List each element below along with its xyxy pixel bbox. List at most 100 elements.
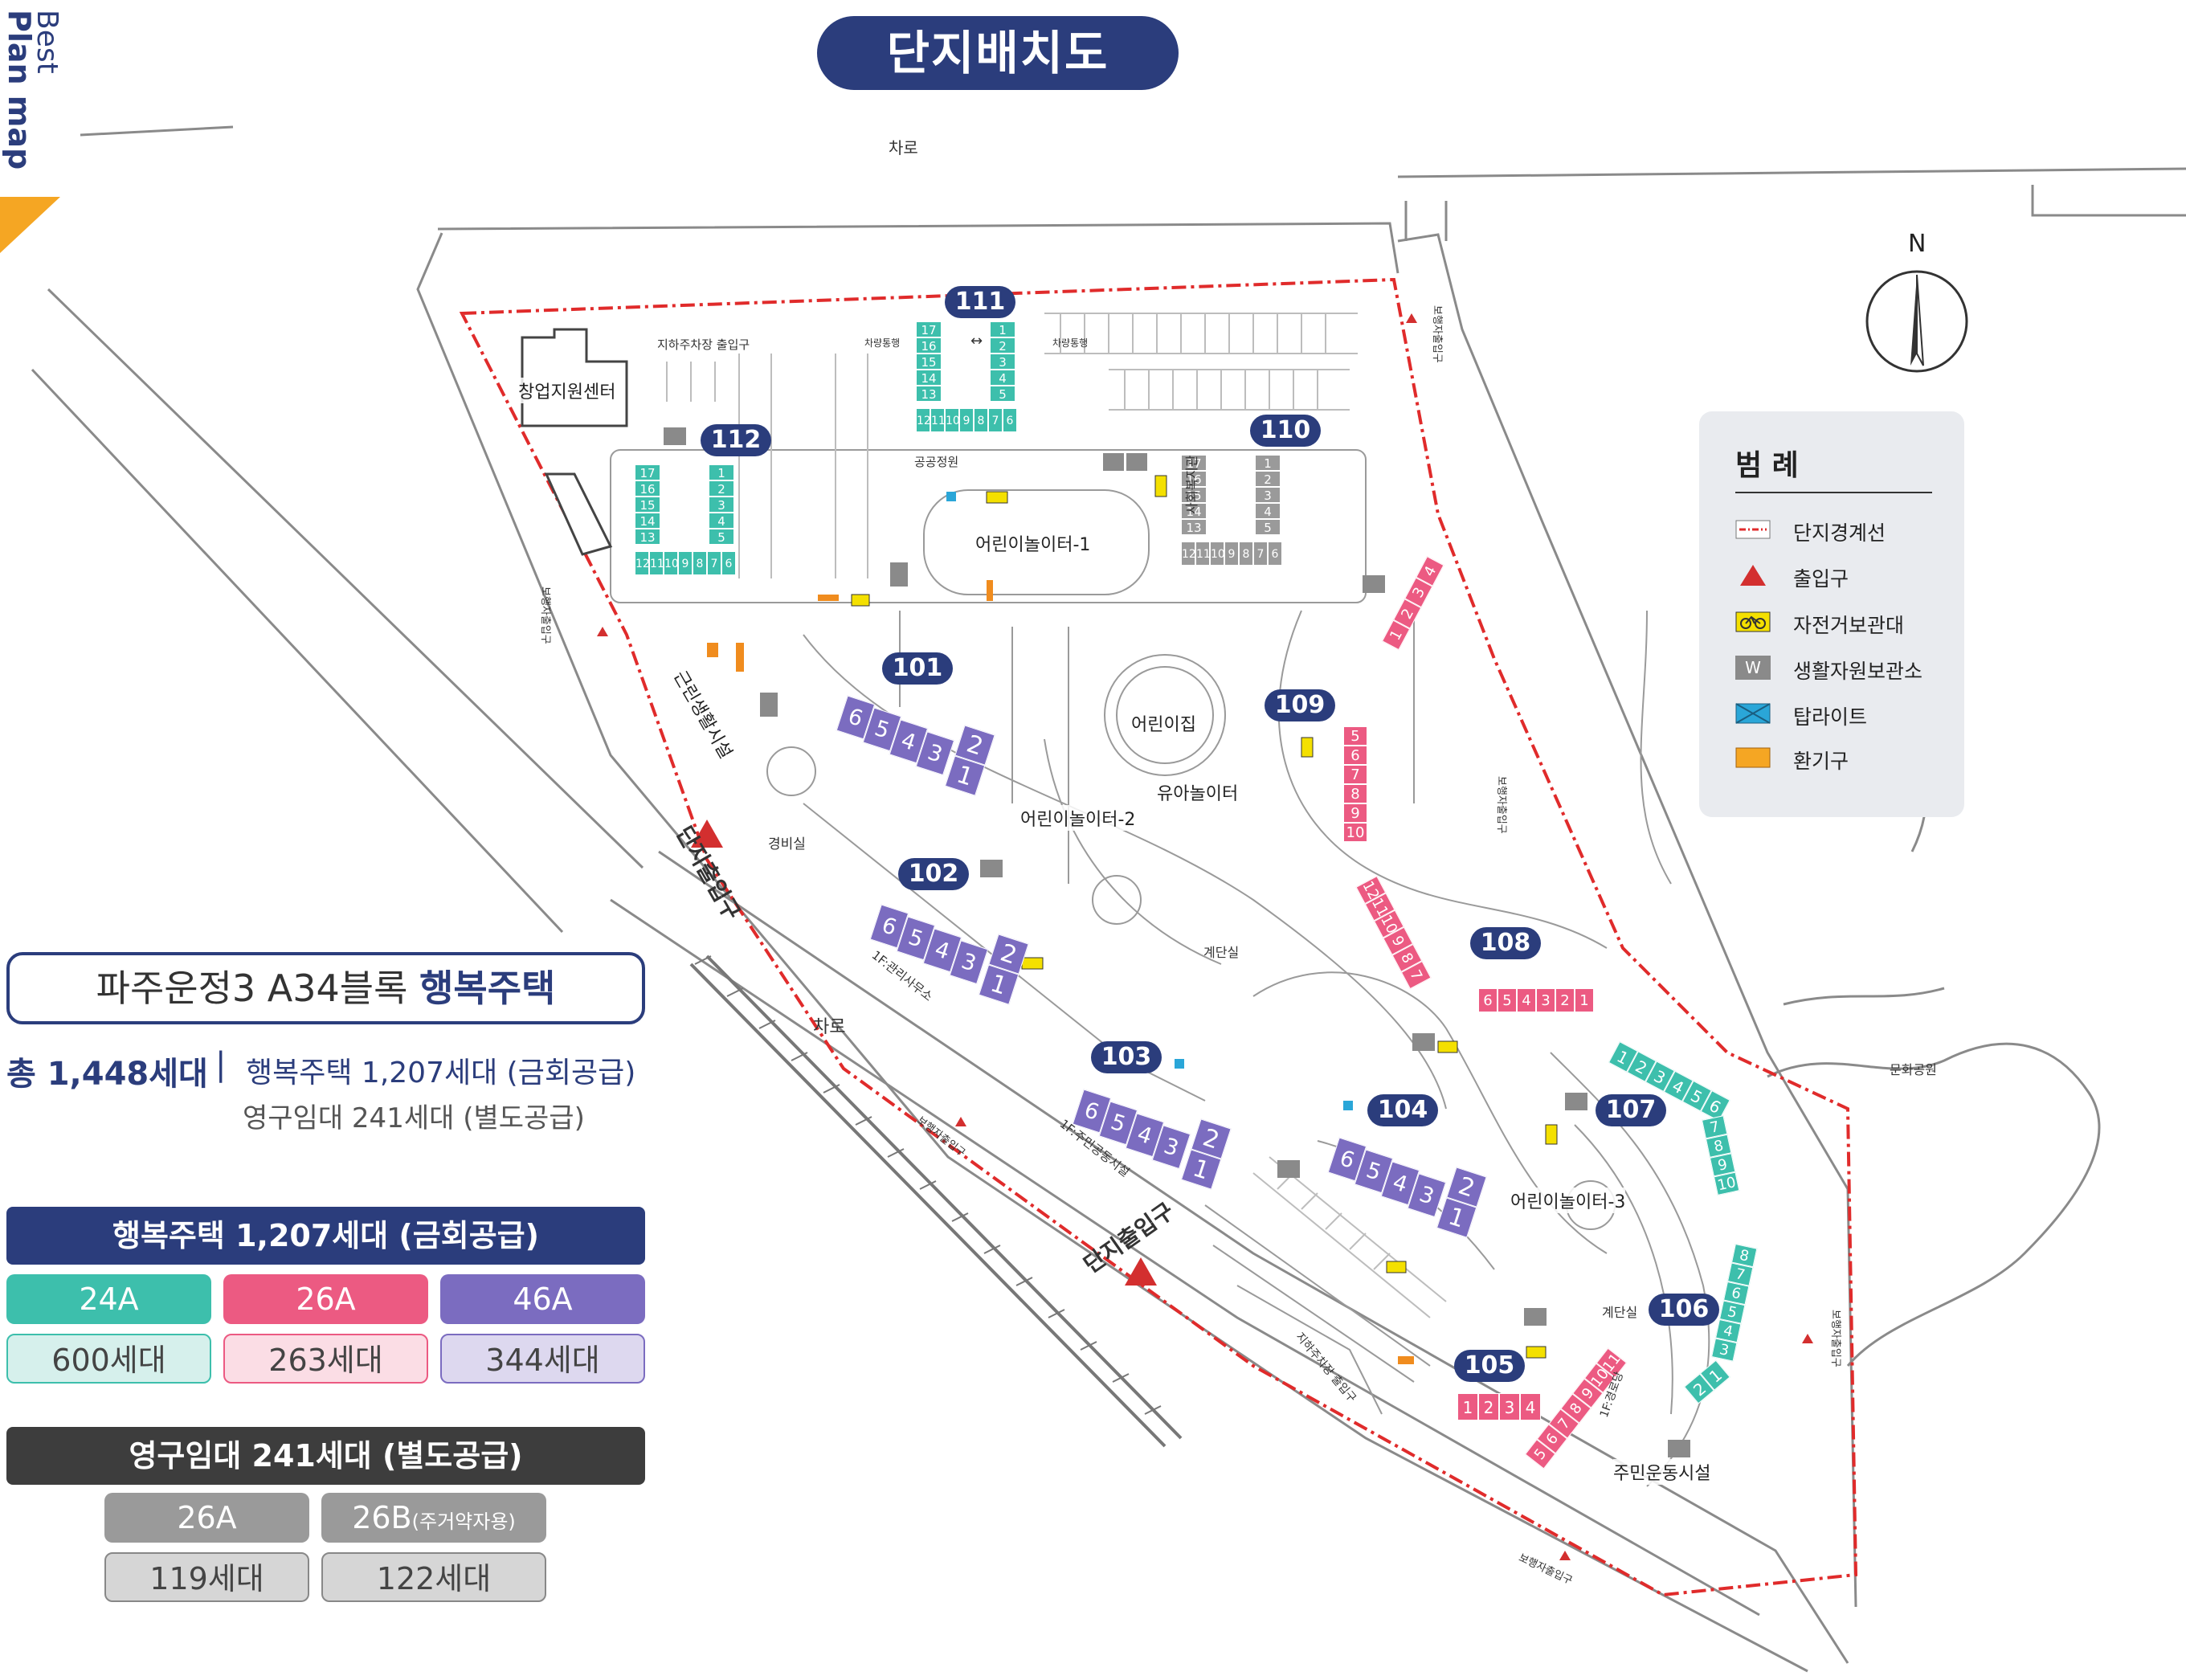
count-24a: 600세대 <box>6 1334 211 1384</box>
type-24a: 24A <box>6 1274 211 1324</box>
unit-cell: 7 <box>1253 542 1268 566</box>
startup-center-label: 창업지원센터 <box>518 378 616 403</box>
unit-cell: 13 <box>916 386 942 402</box>
unit-cell: 6 <box>1003 408 1017 432</box>
car-lane-label-right: 차량통행 <box>1052 337 1089 349</box>
building-tag-108[interactable]: 108 <box>1470 927 1541 959</box>
unit-cell: 9 <box>1224 542 1239 566</box>
unit-cell: 15 <box>1181 487 1207 503</box>
building-tag-110[interactable]: 110 <box>1250 415 1321 447</box>
bicycle-racks <box>851 475 1558 1359</box>
project-name-box: 파주운정3 A34블록 행복주택 <box>6 952 645 1024</box>
lease-count-26a: 119세대 <box>104 1552 309 1602</box>
road-label-mid: 차로 <box>813 1017 846 1037</box>
building-tag-111[interactable]: 111 <box>945 286 1015 318</box>
playground-3-label: 어린이놀이터-3 <box>1510 1187 1626 1213</box>
unit-cell: 2 <box>709 480 734 497</box>
unit-cell: 10 <box>664 551 679 575</box>
unit-cell: 9 <box>678 551 693 575</box>
building-tag-104[interactable]: 104 <box>1367 1094 1438 1126</box>
building-tag-101[interactable]: 101 <box>882 652 953 685</box>
unit-cell: 6 <box>1478 988 1498 1012</box>
unit-cell: 4 <box>1517 988 1536 1012</box>
building-tag-102[interactable]: 102 <box>898 858 969 890</box>
corner-accent-triangle <box>0 197 60 253</box>
unit-cell: 1 <box>1457 1393 1478 1420</box>
legend-item-vent: 환기구 <box>1735 742 1952 775</box>
unit-cell: 1 <box>709 464 734 480</box>
count-46a: 344세대 <box>440 1334 645 1384</box>
building-tag-109[interactable]: 109 <box>1265 689 1335 721</box>
ped-entrance-label-e2: 보행자출입구 <box>1829 1310 1841 1367</box>
unit-cell: 16 <box>916 337 942 354</box>
unit-cell: 10 <box>1210 542 1225 566</box>
w-boxes <box>664 427 1690 1457</box>
building-tag-103[interactable]: 103 <box>1091 1041 1162 1073</box>
type-46a: 46A <box>440 1274 645 1324</box>
ped-entrance-label-nw: 보행자출입구 <box>539 587 551 644</box>
project-name: 파주운정3 A34블록 <box>96 967 420 1010</box>
legend-panel: 범 례 단지경계선 출입구 자전거보관대 W 생활자원보관소 탑라이트 환기구 <box>1699 411 1964 817</box>
building-tag-106[interactable]: 106 <box>1649 1294 1719 1326</box>
road-label-top: 차로 <box>889 138 918 157</box>
toddler-playground-label: 유아놀이터 <box>1157 779 1239 805</box>
unit-cell: 9 <box>1343 803 1367 823</box>
total-households: 총 1,448세대 <box>6 1056 208 1093</box>
happy-housing-bar: 행복주택 1,207세대 (금회공급) <box>6 1207 645 1265</box>
dashed-line-icon <box>1735 520 1771 539</box>
lease-type-26b-note: (주거약자용) <box>411 1510 516 1533</box>
unit-cell: 12 <box>635 551 650 575</box>
legend-divider <box>1735 492 1932 493</box>
unit-cell: 14 <box>916 370 942 386</box>
unit-cell: 11 <box>649 551 664 575</box>
unit-cell: 1 <box>1575 988 1594 1012</box>
legend-item-boundary: 단지경계선 <box>1735 514 1952 546</box>
unit-cell: 4 <box>1255 503 1281 519</box>
unit-cell: 7 <box>707 551 721 575</box>
unit-cell: 4 <box>990 370 1015 386</box>
vents <box>707 580 1414 1364</box>
unit-cell: 3 <box>1499 1393 1520 1420</box>
unit-cell: 12 <box>916 408 931 432</box>
unit-cell: 3 <box>990 354 1015 370</box>
red-triangle-icon <box>1740 565 1766 586</box>
fitness-center-label: 주민운동시설 <box>1613 1459 1711 1485</box>
unit-cell: 2 <box>1255 471 1281 487</box>
permanent-lease-bar: 영구임대 241세대 (별도공급) <box>6 1427 645 1485</box>
building-tag-107[interactable]: 107 <box>1596 1094 1666 1126</box>
railway-track <box>689 954 1183 1448</box>
unit-cell: 17 <box>1181 455 1207 471</box>
lease-count-26b: 122세대 <box>321 1552 546 1602</box>
unit-cell: 8 <box>1239 542 1253 566</box>
unit-cell: 5 <box>1343 726 1367 746</box>
unit-cell: 3 <box>1255 487 1281 503</box>
unit-cell: 8 <box>1343 784 1367 803</box>
car-lane-label-left: 차량통행 <box>864 337 901 349</box>
north-label: N <box>1908 230 1927 258</box>
page-title: 단지배치도 <box>817 16 1179 90</box>
unit-cell: 2 <box>1478 1393 1499 1420</box>
building-tag-112[interactable]: 112 <box>701 424 771 456</box>
social-welfare-label: 사회복지관 <box>1184 455 1199 514</box>
count-26a: 263세대 <box>223 1334 428 1384</box>
happy-housing-line: 행복주택 1,207세대 (금회공급) <box>246 1057 636 1089</box>
unit-cell: 11 <box>930 408 946 432</box>
unit-cell: 3 <box>709 497 734 513</box>
unit-cell: 6 <box>721 551 736 575</box>
legend-item-entrance: 출입구 <box>1735 560 1952 592</box>
vent-icon <box>1735 747 1771 768</box>
unit-cell: 5 <box>990 386 1015 402</box>
permanent-lease-line: 영구임대 241세대 (별도공급) <box>243 1102 585 1134</box>
legend-item-toplight: 탑라이트 <box>1735 698 1952 730</box>
unit-cell: 1 <box>1255 455 1281 471</box>
unit-cell: 5 <box>709 529 734 545</box>
guard-room-label: 경비실 <box>768 836 806 852</box>
playground-2-label: 어린이놀이터-2 <box>1020 805 1136 831</box>
type-26a: 26A <box>223 1274 428 1324</box>
parking-entrance-label: 지하주차장 출입구 <box>657 337 750 352</box>
north-compass-icon <box>1865 270 1968 373</box>
two-way-arrow-icon: ↔ <box>970 333 983 349</box>
building-tag-105[interactable]: 105 <box>1454 1350 1525 1382</box>
daycare-label: 어린이집 <box>1131 710 1196 736</box>
unit-cell: 13 <box>635 529 660 545</box>
